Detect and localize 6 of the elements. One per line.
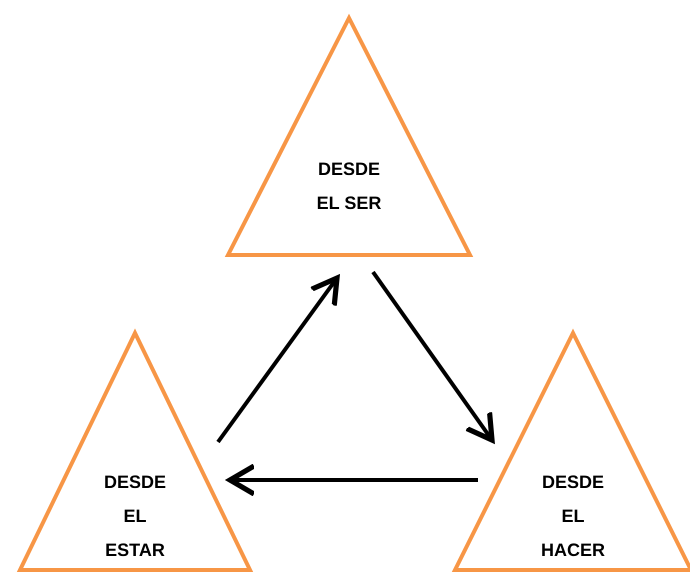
arrow xyxy=(216,275,340,444)
arrow xyxy=(371,270,495,443)
arrow xyxy=(227,463,478,497)
node-label: DESDE EL HACER xyxy=(540,471,606,562)
node-label: DESDE EL SER xyxy=(316,158,382,215)
node-label: DESDE EL ESTAR xyxy=(102,471,167,562)
